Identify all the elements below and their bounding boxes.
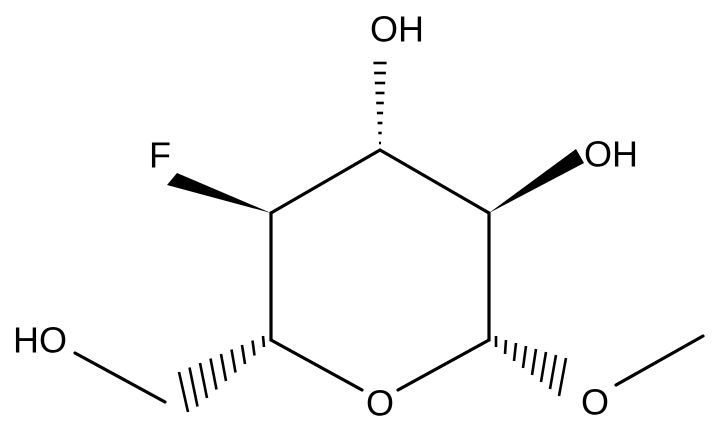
bond-c1-ring-o — [396, 338, 491, 392]
hydroxyl-top-label: OH — [370, 9, 424, 50]
hydroxyl-right-label: OH — [584, 134, 638, 175]
bond-c3-c4 — [269, 148, 382, 215]
bond-ch2-oh — [73, 351, 167, 404]
wedge-bond-c2-oh — [489, 149, 584, 213]
hash-bond-c5-ch2 — [177, 335, 266, 413]
bond-c3-c2 — [378, 148, 491, 215]
ring-oxygen-label: O — [366, 383, 394, 424]
hash-bond-c1-methoxy-o — [494, 336, 568, 397]
fluorine-label: F — [149, 135, 171, 176]
bond-ring-o-c5 — [269, 338, 364, 392]
methoxy-oxygen-label: O — [581, 382, 609, 423]
wedge-bond-c4-f — [167, 173, 271, 213]
hash-bond-c3-oh — [373, 61, 387, 145]
hydroxyl-left-label: HO — [13, 320, 67, 361]
bond-methoxy-o-methyl — [614, 334, 705, 387]
